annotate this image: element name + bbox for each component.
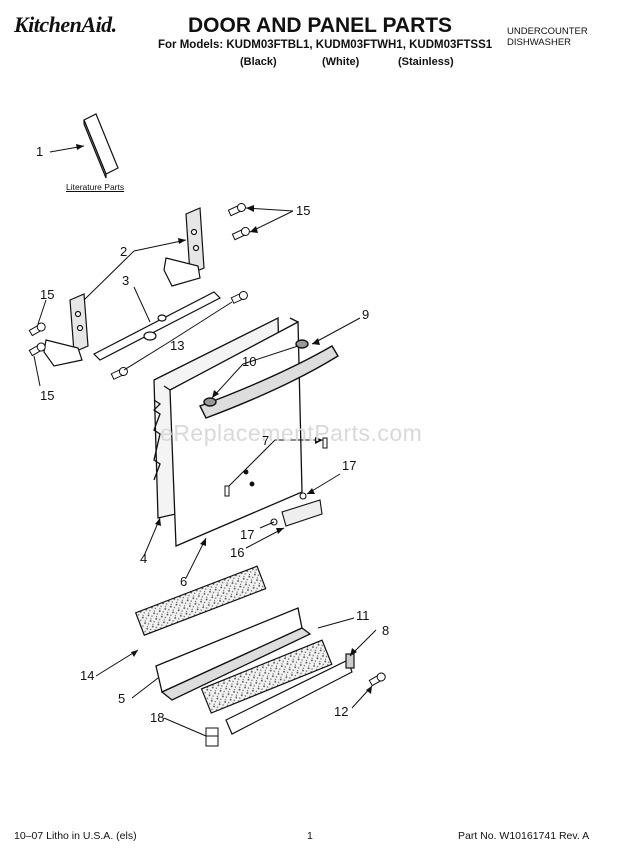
variant-black: (Black)	[240, 56, 277, 68]
callout-15-top: 15	[296, 203, 311, 218]
callout-5: 5	[118, 691, 126, 706]
callout-17-left: 17	[240, 527, 255, 542]
callout-14: 14	[80, 668, 95, 683]
door-hinge-lower	[43, 293, 89, 367]
callout-10: 10	[242, 354, 257, 369]
callout-17-right: 17	[342, 458, 357, 473]
screw-group	[28, 202, 250, 380]
toe-panel	[155, 607, 312, 701]
callout-4: 4	[140, 551, 148, 566]
callout-7: 7	[262, 433, 270, 448]
callout-6: 6	[180, 574, 188, 589]
kick-plate	[225, 653, 355, 735]
callout-15-left-top: 15	[40, 287, 55, 302]
brand-logo: KitchenAid.	[14, 12, 117, 37]
callout-11: 11	[356, 608, 370, 623]
kick-insulation	[134, 565, 267, 636]
callout-9: 9	[362, 307, 370, 322]
footer-part-number: Part No. W10161741 Rev. A	[458, 830, 590, 842]
door-hinge-upper	[163, 207, 205, 287]
category-line-1: UNDERCOUNTER	[507, 26, 588, 37]
kick-plate-screw	[368, 672, 386, 687]
leader-arrowheads	[76, 144, 372, 694]
callout-15-left-bottom: 15	[40, 388, 55, 403]
door-handle	[199, 339, 339, 419]
mounting-studs	[224, 437, 328, 497]
panel-clip	[205, 727, 219, 747]
callout-3: 3	[122, 273, 130, 288]
callout-2: 2	[120, 244, 128, 259]
callout-16: 16	[230, 545, 245, 560]
page-title: DOOR AND PANEL PARTS	[188, 14, 453, 37]
lower-insulation	[200, 639, 333, 714]
callout-8: 8	[382, 623, 390, 638]
callout-13: 13	[170, 338, 185, 353]
watermark-text: eReplacementParts.com	[160, 420, 423, 446]
variant-stainless: (Stainless)	[398, 56, 454, 68]
callout-1: 1	[36, 144, 44, 159]
model-numbers: For Models: KUDM03FTBL1, KUDM03FTWH1, KU…	[158, 39, 493, 51]
callout-18: 18	[150, 710, 165, 725]
footer-litho: 10–07 Litho in U.S.A. (els)	[14, 830, 137, 842]
literature-parts-label: Literature Parts	[66, 182, 125, 192]
category-label: UNDERCOUNTER DISHWASHER	[507, 26, 588, 48]
footer-page-number: 1	[307, 830, 313, 842]
callout-12: 12	[334, 704, 349, 719]
hinge-cable-bar	[92, 291, 222, 361]
category-line-2: DISHWASHER	[507, 37, 572, 48]
literature-booklet	[83, 113, 119, 179]
variant-white: (White)	[322, 56, 360, 68]
